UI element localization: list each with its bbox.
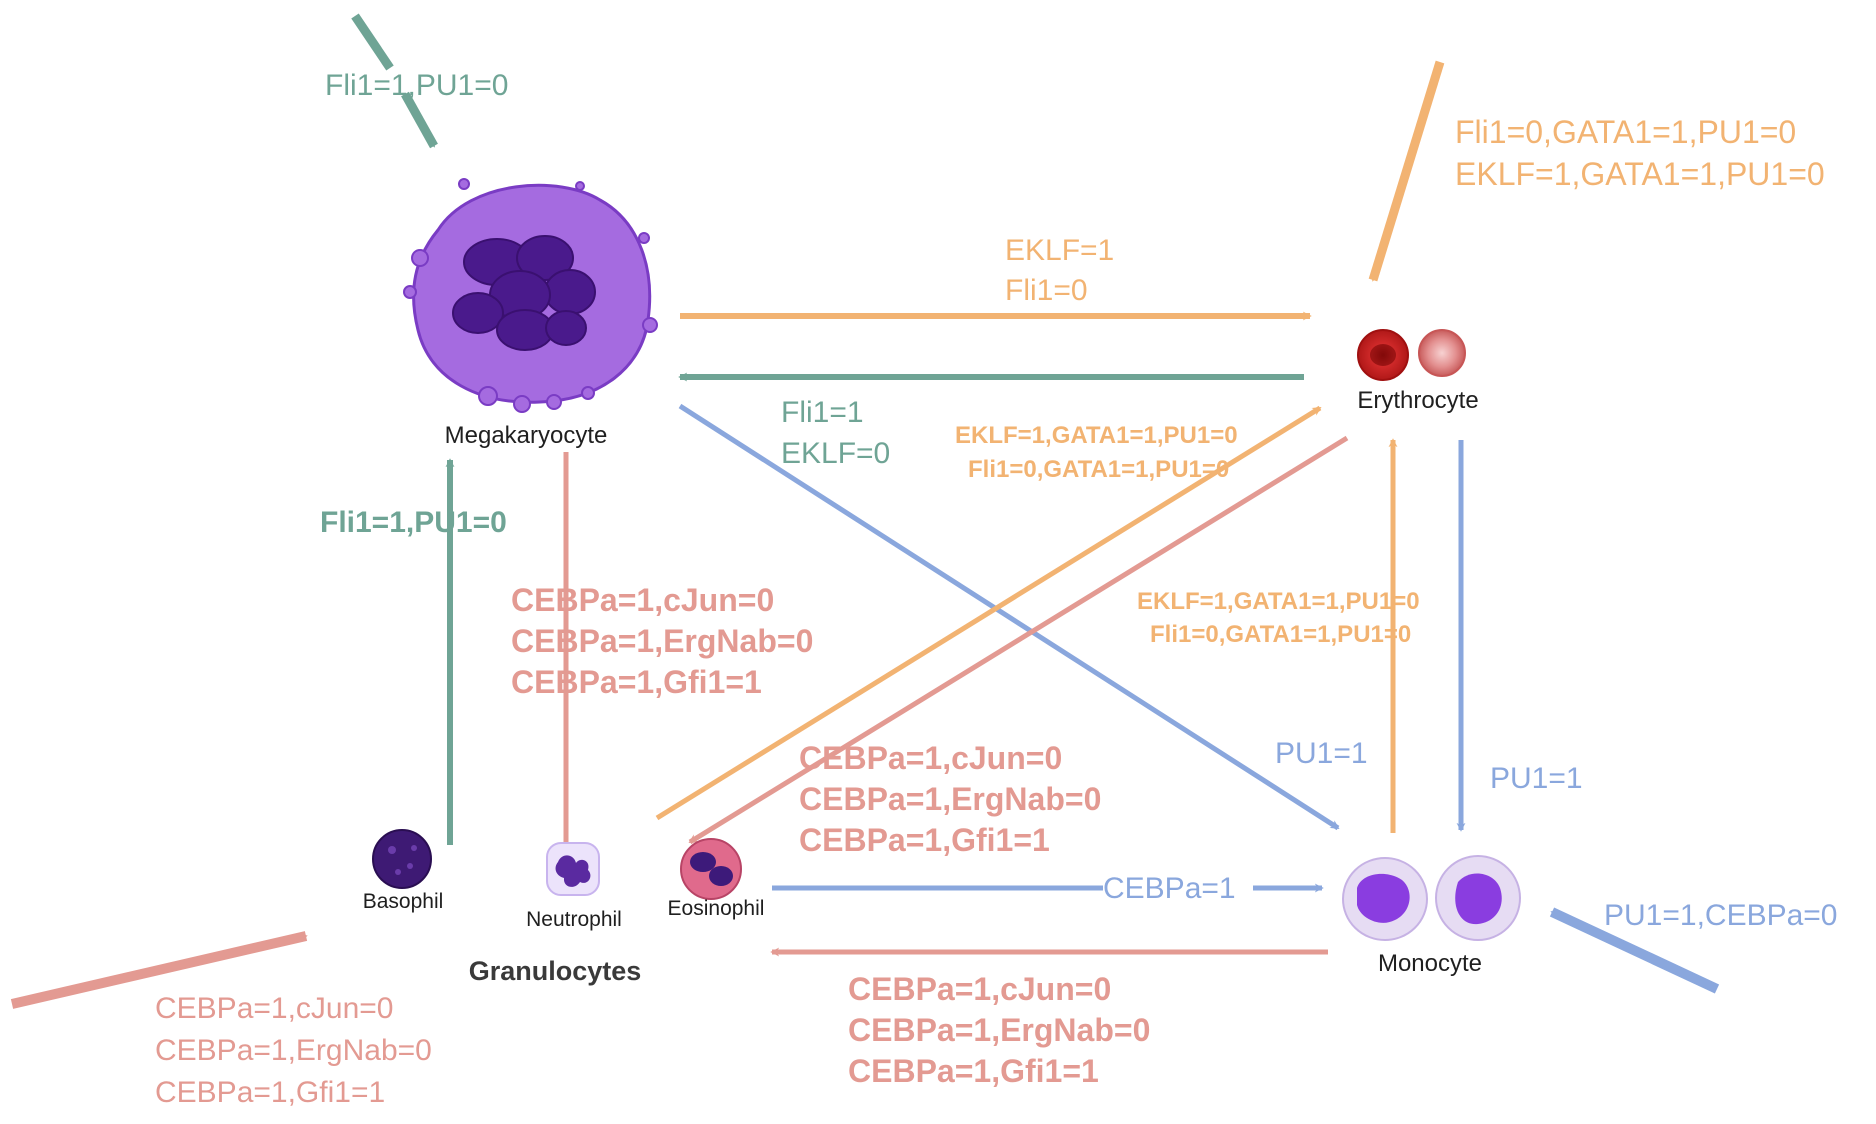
neutrophil-label: Neutrophil [526, 908, 622, 931]
megakaryocyte-image [403, 178, 658, 413]
label-ery-entry-1: Fli1=0,GATA1=1,PU1=0 [1455, 114, 1796, 150]
label-gran-to-mk: Fli1=1,PU1=0 [320, 506, 507, 539]
eosinophil-image [680, 838, 742, 900]
label-gran-to-ery-2: Fli1=0,GATA1=1,PU1=0 [968, 456, 1229, 483]
label-mono-to-ery-2: Fli1=0,GATA1=1,PU1=0 [1150, 621, 1411, 648]
arrow-ery-to-gran [688, 435, 1349, 845]
label-ery-to-gran-3: CEBPa=1,Gfi1=1 [799, 822, 1050, 858]
arrow-mk-to-mono [678, 403, 1340, 831]
arrow-gran-to-ery [655, 405, 1322, 821]
monocyte-label: Monocyte [1378, 950, 1482, 977]
label-gran-entry-2: CEBPa=1,ErgNab=0 [155, 1034, 432, 1067]
label-gran-to-ery-1: EKLF=1,GATA1=1,PU1=0 [955, 422, 1238, 449]
label-gran-to-mono: CEBPa=1 [1103, 872, 1236, 905]
label-ery-to-mono: PU1=1 [1490, 762, 1583, 795]
granulocytes-label: Granulocytes [469, 956, 642, 986]
label-mono-to-gran-2: CEBPa=1,ErgNab=0 [848, 1012, 1150, 1048]
label-mono-to-ery-1: EKLF=1,GATA1=1,PU1=0 [1137, 588, 1420, 615]
basophil-image [372, 829, 432, 889]
label-mk-to-ery-2: Fli1=0 [1005, 274, 1088, 307]
label-gran-entry-1: CEBPa=1,cJun=0 [155, 992, 394, 1025]
label-ery-to-mk-1: Fli1=1 [781, 396, 864, 429]
basophil-label: Basophil [363, 890, 444, 913]
arrow-entry-monocyte [1549, 907, 1720, 994]
erythrocyte-image [1357, 329, 1466, 381]
monocyte-image [1342, 855, 1521, 941]
label-ery-to-gran-1: CEBPa=1,cJun=0 [799, 740, 1062, 776]
label-mono-to-gran-3: CEBPa=1,Gfi1=1 [848, 1053, 1099, 1089]
label-mk-to-gran-1: CEBPa=1,cJun=0 [511, 582, 774, 618]
label-mk-to-gran-3: CEBPa=1,Gfi1=1 [511, 664, 762, 700]
neutrophil-image [546, 842, 600, 896]
label-mk-entry: Fli1=1,PU1=0 [325, 69, 508, 102]
arrow-entry-granulocytes [10, 931, 308, 1009]
label-mono-to-gran-1: CEBPa=1,cJun=0 [848, 971, 1111, 1007]
label-ery-to-gran-2: CEBPa=1,ErgNab=0 [799, 781, 1101, 817]
label-gran-entry-3: CEBPa=1,Gfi1=1 [155, 1076, 385, 1109]
arrow-entry-megakaryocyte [351, 13, 438, 149]
label-ery-entry-2: EKLF=1,GATA1=1,PU1=0 [1455, 156, 1825, 192]
megakaryocyte-label: Megakaryocyte [445, 422, 608, 449]
arrow-entry-erythrocyte [1368, 60, 1445, 282]
label-ery-to-mk-2: EKLF=0 [781, 437, 890, 470]
label-mk-to-gran-2: CEBPa=1,ErgNab=0 [511, 623, 813, 659]
erythrocyte-label: Erythrocyte [1357, 387, 1478, 414]
label-mk-to-mono: PU1=1 [1275, 737, 1368, 770]
label-mk-to-ery-1: EKLF=1 [1005, 234, 1114, 267]
label-mono-entry: PU1=1,CEBPa=0 [1604, 899, 1837, 932]
eosinophil-label: Eosinophil [668, 897, 765, 920]
